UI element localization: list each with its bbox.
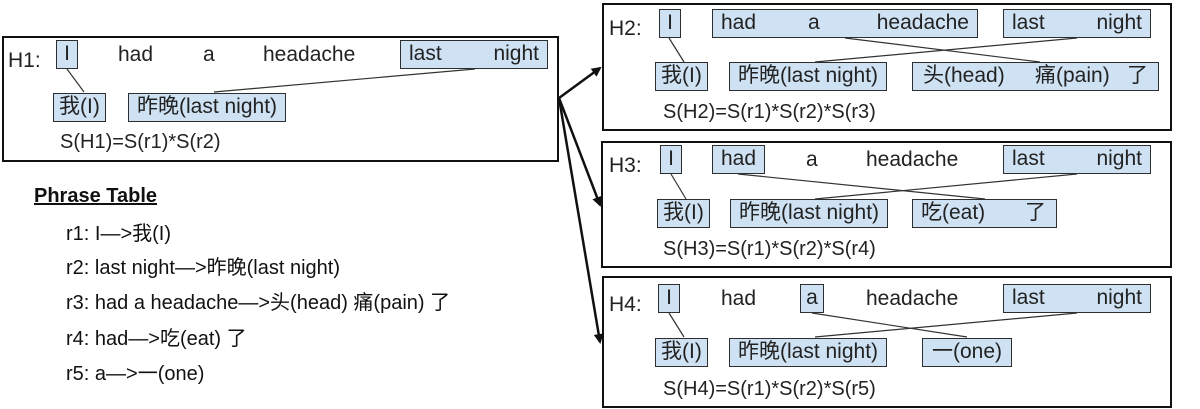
hypothesis-label: H1: [8, 49, 41, 72]
phrase-rule: r2: last night—>昨晚(last night) [66, 257, 340, 279]
source-phrase-last-night: last night [400, 40, 548, 69]
target-word-le: 了 [1025, 201, 1046, 224]
hypothesis-label: H4: [609, 293, 642, 316]
source-word-a: a [808, 11, 820, 34]
target-phrase: 昨晚(last night) [730, 199, 889, 228]
source-word-last: last [1012, 11, 1045, 34]
source-word-night: night [1096, 11, 1142, 34]
source-phrase-last-night: last night [1003, 9, 1151, 38]
target-phrase: 昨晚(last night) [729, 338, 888, 367]
source-word-last: last [1012, 147, 1045, 170]
phrase-rule: r3: had a headache—>头(head) 痛(pain) 了 [66, 292, 451, 314]
target-word-head: 头(head) [923, 64, 1005, 87]
hypothesis-score: S(H2)=S(r1)*S(r2)*S(r3) [663, 101, 876, 123]
target-phrase: 昨晚(last night) [729, 62, 888, 91]
source-word-headache: headache [876, 11, 969, 34]
phrase-rule: r4: had—>吃(eat) 了 [66, 328, 247, 350]
phrase-rule: r1: I—>我(I) [66, 223, 172, 245]
expansion-arrow-h4 [557, 97, 604, 344]
source-phrase-had-a-headache: had a headache [712, 9, 978, 38]
source-word-had: had [712, 145, 766, 174]
source-word-had: had [721, 287, 757, 310]
source-word-a: a [806, 148, 818, 171]
target-phrase-eat: 吃(eat) 了 [912, 199, 1057, 228]
target-phrase: 一(one) [922, 338, 1013, 367]
source-word-night: night [1096, 147, 1142, 170]
phrase-table: Phrase Table [34, 182, 157, 210]
expansion-arrow-h3 [557, 97, 602, 207]
source-word-had: had [118, 43, 154, 66]
source-word-i: I [658, 284, 680, 313]
source-word-i: I [659, 9, 681, 38]
target-word-eat: 吃(eat) [921, 201, 986, 224]
source-word-headache: headache [866, 287, 959, 310]
hypothesis-score: S(H4)=S(r1)*S(r2)*S(r5) [663, 378, 876, 400]
hypothesis-label: H3: [609, 154, 642, 177]
target-phrase: 昨晚(last night) [128, 93, 287, 122]
target-word-le: 了 [1127, 64, 1148, 87]
phrase-rule: r5: a—>一(one) [66, 363, 205, 385]
target-word-pain: 痛(pain) [1035, 64, 1110, 87]
source-phrase-last-night: last night [1003, 284, 1151, 313]
source-word-last: last [1012, 286, 1045, 309]
source-word-headache: headache [866, 148, 959, 171]
target-phrase: 我(I) [53, 93, 106, 122]
target-phrase: 我(I) [655, 338, 708, 367]
hypothesis-label: H2: [609, 17, 642, 40]
source-word-a: a [203, 43, 215, 66]
target-phrase: 我(I) [657, 199, 710, 228]
source-word-i: I [56, 40, 78, 69]
phrase-table-title: Phrase Table [34, 185, 158, 207]
source-word-night: night [1096, 286, 1142, 309]
expansion-arrow-h2 [558, 66, 602, 100]
hypothesis-score: S(H1)=S(r1)*S(r2) [60, 131, 221, 153]
target-phrase-head-pain: 头(head) 痛(pain) 了 [912, 62, 1159, 91]
source-word-headache: headache [263, 43, 356, 66]
target-phrase: 我(I) [655, 62, 708, 91]
hypothesis-score: S(H3)=S(r1)*S(r2)*S(r4) [663, 238, 876, 260]
source-word-night: night [493, 42, 539, 65]
source-word-last: last [409, 42, 442, 65]
source-word-i: I [660, 145, 682, 174]
source-phrase-last-night: last night [1003, 145, 1151, 174]
source-word-a: a [800, 284, 824, 313]
source-word-had: had [721, 11, 757, 34]
